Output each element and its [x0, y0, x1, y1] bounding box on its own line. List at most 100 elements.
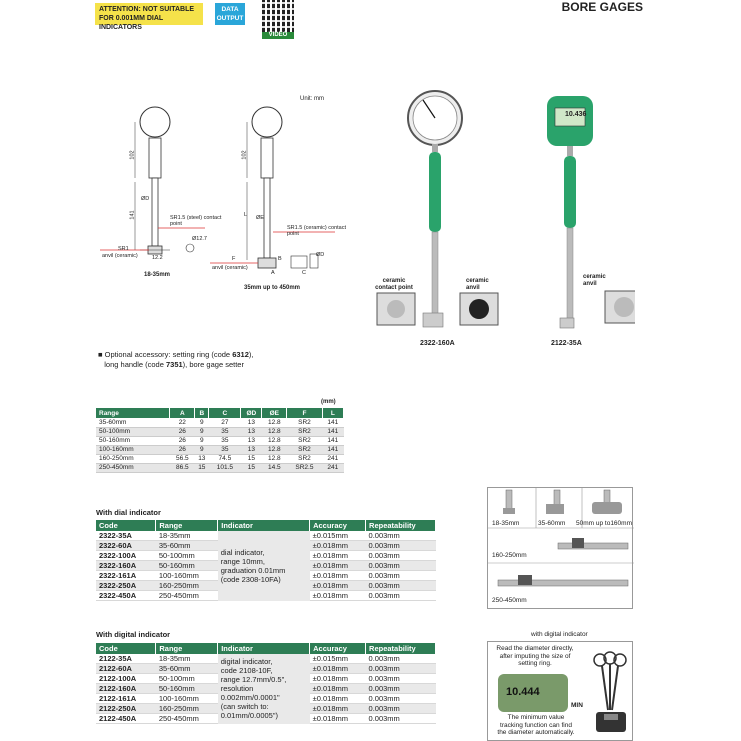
technical-drawing — [100, 106, 335, 269]
table-cell: 50-100mm — [155, 550, 218, 562]
anvil-label-1: 18-35mm — [492, 520, 520, 527]
anvil-label-2: 35-60mm — [538, 520, 566, 527]
table-cell: ±0.018mm — [309, 693, 366, 705]
digital-display-box: 10.444 — [498, 674, 568, 712]
table-cell: 160-250mm — [155, 580, 218, 592]
spec-cell: 15 — [240, 454, 262, 464]
table-cell: 0.003mm — [365, 683, 436, 695]
indicator-description: digital indicator,code 2108-10F,range 12… — [217, 654, 310, 724]
digital-header-row: Code Range Indicator Accuracy Repeatabil… — [96, 643, 436, 654]
dial-table: Code Range Indicator Accuracy Repeatabil… — [96, 520, 436, 602]
table-cell: ±0.018mm — [309, 663, 366, 675]
table-cell: 0.003mm — [365, 654, 436, 665]
digital-panel: Read the diameter directly, after imputi… — [487, 641, 633, 741]
l-label: L — [244, 212, 248, 218]
indicator-line: code 2108-10F, — [220, 666, 273, 676]
spec-header: ØD — [240, 408, 263, 418]
qr-code[interactable] — [262, 0, 294, 32]
spec-cell: 15 — [240, 463, 262, 473]
table-cell: 50-160mm — [155, 683, 218, 695]
indicator-line: (code 2308-10FA) — [220, 574, 281, 584]
spec-cell: 26 — [169, 436, 195, 446]
indicator-line: resolution — [220, 684, 254, 694]
spec-cell: 50-100mm — [96, 427, 170, 437]
table-cell: 0.003mm — [365, 560, 436, 572]
spec-cell: SR2 — [286, 418, 323, 428]
warning-badge: ATTENTION: NOT SUITABLE FOR 0.001MM DIAL… — [95, 3, 203, 31]
spec-cell: 101.5 — [208, 463, 241, 473]
spec-cell: 9 — [194, 427, 209, 437]
table-cell: ±0.015mm — [309, 531, 366, 542]
c-label: C — [302, 270, 306, 276]
table-cell: ±0.018mm — [309, 550, 366, 562]
table-cell: ±0.018mm — [309, 560, 366, 572]
anvil-bar-2-label: 250-450mm — [492, 597, 527, 604]
unit-label: Unit: mm — [300, 96, 324, 102]
digital-header: Indicator — [217, 643, 311, 654]
table-cell: 0.003mm — [365, 570, 436, 582]
table-cell: ±0.018mm — [309, 673, 366, 685]
dial-header: Accuracy — [309, 520, 367, 531]
a-label: A — [271, 270, 275, 276]
spec-cell: SR2 — [286, 445, 323, 455]
spec-cell: 160-250mm — [96, 454, 170, 464]
anvil-panel: 18-35mm 35-60mm 50mm up to160mm 160-250m… — [487, 487, 634, 609]
table-cell: 0.003mm — [365, 590, 436, 602]
spec-cell: 13 — [240, 418, 262, 428]
indicator-description: dial indicator,range 10mm,graduation 0.0… — [217, 531, 310, 601]
page-title: BORE GAGES — [561, 0, 643, 14]
spec-cell: 100-160mm — [96, 445, 170, 455]
anvil-bar-1-label: 160-250mm — [492, 552, 527, 559]
spec-cell: 13 — [240, 436, 262, 446]
data-output-badge: DATA OUTPUT — [215, 3, 245, 25]
table-cell: 2322-250A — [96, 580, 156, 592]
table-cell: 18-35mm — [155, 654, 218, 665]
table-cell: 0.003mm — [365, 531, 436, 542]
indicator-line: (can switch to: — [220, 702, 269, 712]
spec-cell: 12.8 — [261, 445, 287, 455]
indicator-line: graduation 0.01mm — [220, 565, 286, 575]
spec-cell: 86.5 — [169, 463, 195, 473]
table-cell: ±0.018mm — [309, 570, 366, 582]
spec-header: L — [322, 408, 345, 418]
anvil-label-3: 50mm up to160mm — [576, 520, 632, 527]
sr-ceramic-label: SR1.5 (ceramic) contact point — [287, 225, 346, 237]
spec-cell: 141 — [322, 418, 344, 428]
spec-cell: 9 — [194, 418, 209, 428]
phi12-label: Ø12.7 — [192, 236, 207, 242]
spec-cell: 141 — [322, 427, 344, 437]
table-cell: 50-100mm — [155, 673, 218, 685]
anvil-right-label: anvil (ceramic) — [212, 265, 248, 271]
spec-cell: SR2.5 — [286, 463, 323, 473]
table-cell: 0.003mm — [365, 693, 436, 705]
table-cell: 0.003mm — [365, 540, 436, 552]
digital-header: Accuracy — [309, 643, 367, 654]
dial-header: Range — [155, 520, 219, 531]
spec-cell: 13 — [240, 445, 262, 455]
spec-header-row: Range A B C ØD ØE F L — [96, 408, 345, 418]
table-cell: 0.003mm — [365, 580, 436, 592]
model-digital: 2122-35A — [551, 340, 582, 347]
phi-d-right: ØD — [316, 252, 325, 258]
table-cell: 2322-450A — [96, 590, 156, 602]
spec-cell: 35 — [208, 445, 241, 455]
anvil-illustration — [488, 488, 634, 587]
spec-cell: 12.8 — [261, 436, 287, 446]
spec-cell: 56.5 — [169, 454, 195, 464]
spec-cell: 12.8 — [261, 454, 287, 464]
table-cell: ±0.018mm — [309, 713, 366, 725]
dial-header-row: Code Range Indicator Accuracy Repeatabil… — [96, 520, 436, 531]
indicator-line: 0.01mm/0.0005") — [220, 711, 278, 721]
spec-cell: 15 — [194, 463, 209, 473]
